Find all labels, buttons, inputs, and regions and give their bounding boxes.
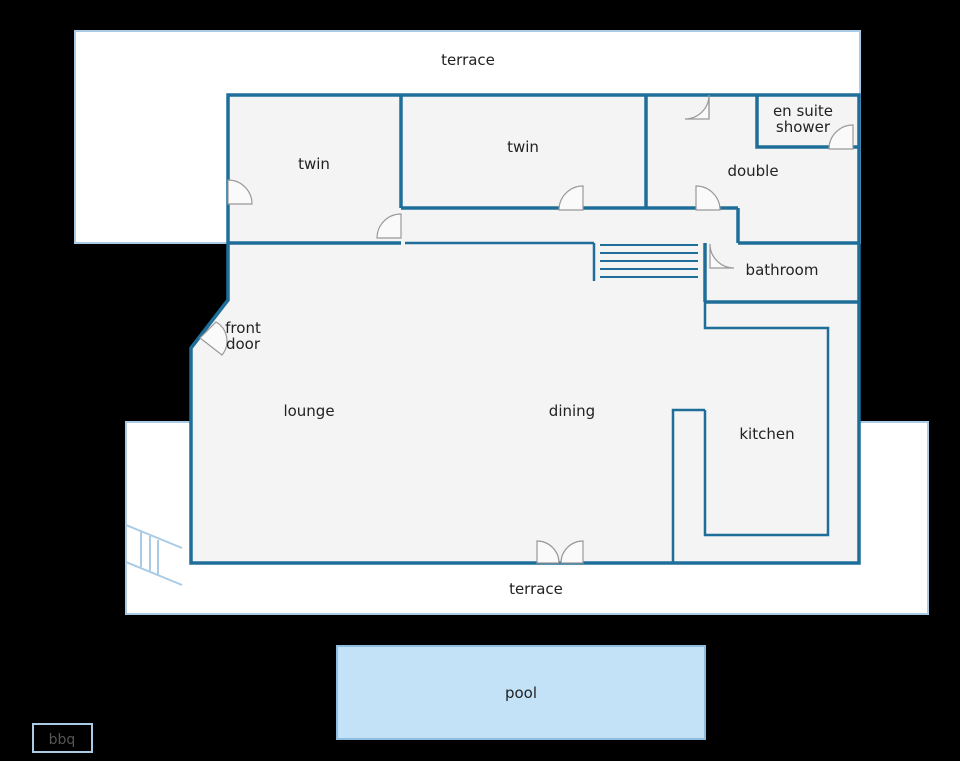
- doors: [199, 94, 854, 564]
- label-terrace-top: terrace: [441, 51, 495, 69]
- label-bathroom: bathroom: [746, 261, 819, 279]
- label-pool: pool: [505, 684, 537, 702]
- label-twin-left: twin: [298, 155, 330, 173]
- label-front-door-1: front: [225, 319, 261, 337]
- label-lounge: lounge: [283, 402, 334, 420]
- bbq-area: [32, 723, 93, 753]
- label-en-suite: en suite: [773, 102, 833, 120]
- label-terrace-bottom: terrace: [509, 580, 563, 598]
- label-bbq: bbq: [49, 732, 76, 748]
- house-floor: [191, 95, 859, 563]
- label-twin-middle: twin: [507, 138, 539, 156]
- label-dining: dining: [549, 402, 595, 420]
- label-kitchen: kitchen: [739, 425, 794, 443]
- label-double: double: [727, 162, 778, 180]
- label-front-door-2: door: [226, 335, 261, 353]
- terrace-steps: [125, 524, 183, 586]
- pool-area: [336, 645, 706, 740]
- label-en-suite-shower: shower: [776, 118, 831, 136]
- stairs: [600, 244, 698, 278]
- house-outer-wall: [189, 93, 861, 565]
